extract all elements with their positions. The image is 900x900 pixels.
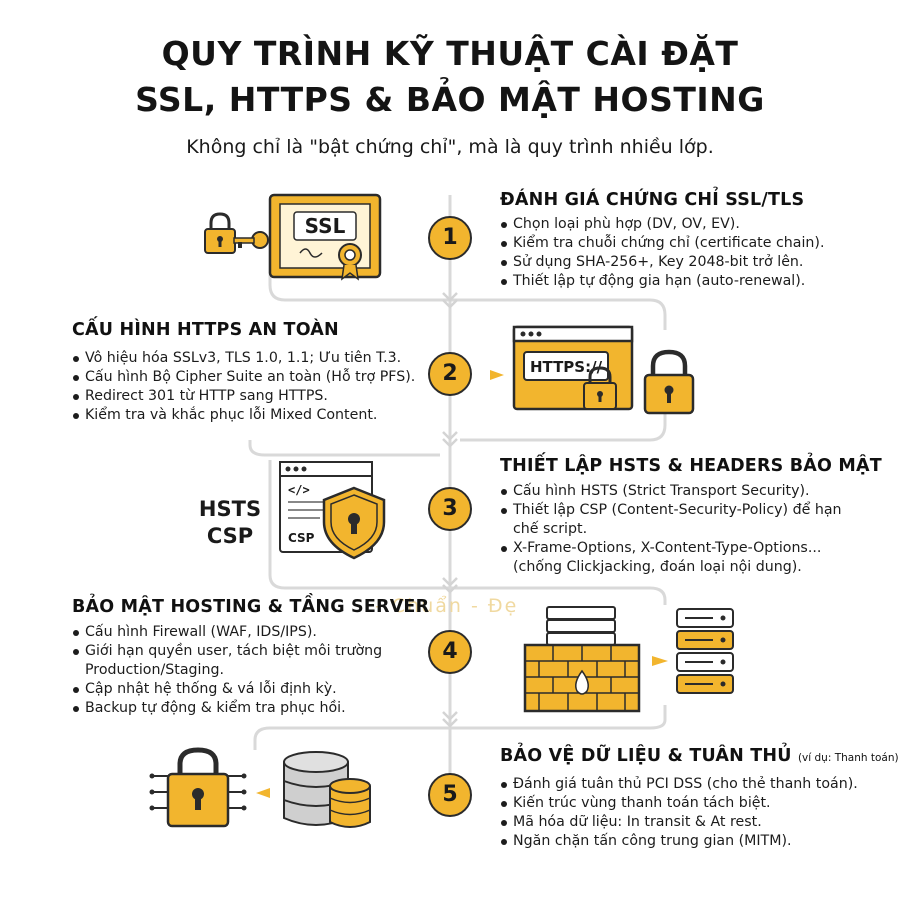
list-item: Cập nhật hệ thống & vá lỗi định kỳ. — [72, 680, 412, 699]
step-4-bullets: Cấu hình Firewall (WAF, IDS/IPS). Giới h… — [72, 623, 412, 718]
list-item: Đánh giá tuân thủ PCI DSS (cho thẻ thanh… — [500, 775, 880, 794]
step-2-heading: CẤU HÌNH HTTPS AN TOÀN — [72, 320, 339, 340]
hsts-label: HSTS — [198, 497, 262, 521]
list-item: X-Frame-Options, X-Content-Type-Options.… — [500, 539, 855, 577]
shield-lock-icon — [322, 486, 386, 560]
list-item: Kiểm tra chuỗi chứng chỉ (certificate ch… — [500, 234, 860, 253]
list-item: Cấu hình Bộ Cipher Suite an toàn (Hỗ trợ… — [72, 368, 432, 387]
step-1-badge: 1 — [428, 216, 472, 260]
step-5-heading-text: BẢO VỆ DỮ LIỆU & TUÂN THỦ — [500, 746, 792, 766]
csp-label: CSP — [206, 524, 254, 548]
server-rack-icon — [676, 608, 734, 694]
step-5-heading-note: (ví dụ: Thanh toán) — [797, 752, 899, 764]
firewall-server-icon — [523, 606, 641, 713]
page-subtitle: Không chỉ là "bật chứng chỉ", mà là quy … — [186, 136, 714, 158]
arrow-right-icon — [652, 656, 668, 666]
arrow-left-icon-2 — [256, 788, 270, 798]
step-4-heading: BẢO MẬT HOSTING & TẦNG SERVER — [72, 597, 430, 617]
watermark: - Chuẩn - Đẹ — [375, 595, 519, 617]
list-item: Sử dụng SHA-256+, Key 2048-bit trở lên. — [500, 253, 860, 272]
large-padlock-icon — [643, 349, 695, 415]
step-3-side-label: HSTS CSP — [195, 496, 265, 550]
step-3-bullets: Cấu hình HSTS (Strict Transport Security… — [500, 482, 855, 577]
list-item: Mã hóa dữ liệu: In transit & At rest. — [500, 813, 880, 832]
code-tag-label: </> — [288, 483, 310, 497]
list-item: Cấu hình Firewall (WAF, IDS/IPS). — [72, 623, 412, 642]
page-title-line-2: SSL, HTTPS & BẢO MẬT HOSTING — [135, 80, 765, 119]
list-item: Cấu hình HSTS (Strict Transport Security… — [500, 482, 855, 501]
https-label: HTTPS:// — [530, 358, 603, 376]
step-3-heading: THIẾT LẬP HSTS & HEADERS BẢO MẬT — [500, 456, 882, 476]
arrow-left-icon — [490, 370, 504, 380]
padlock-icon — [204, 212, 236, 254]
step-2-badge: 2 — [428, 352, 472, 396]
step-2-bullets: Vô hiệu hóa SSLv3, TLS 1.0, 1.1; Ưu tiên… — [72, 349, 432, 425]
step-1-heading: ĐÁNH GIÁ CHỨNG CHỈ SSL/TLS — [500, 190, 805, 210]
key-icon — [233, 231, 269, 249]
step-4-badge: 4 — [428, 630, 472, 674]
list-item: Chọn loại phù hợp (DV, OV, EV). — [500, 215, 860, 234]
csp-icon-label: CSP — [288, 531, 315, 545]
step-5-heading: BẢO VỆ DỮ LIỆU & TUÂN THỦ (ví dụ: Thanh … — [500, 746, 899, 766]
list-item: Redirect 301 từ HTTP sang HTTPS. — [72, 387, 432, 406]
list-item: Kiến trúc vùng thanh toán tách biệt. — [500, 794, 880, 813]
list-item: Backup tự động & kiểm tra phục hồi. — [72, 699, 412, 718]
list-item: Vô hiệu hóa SSLv3, TLS 1.0, 1.1; Ưu tiên… — [72, 349, 432, 368]
list-item: Giới hạn quyền user, tách biệt môi trườn… — [72, 642, 412, 680]
list-item: Kiểm tra và khắc phục lỗi Mixed Content. — [72, 406, 432, 425]
page-title-line-1: QUY TRÌNH KỸ THUẬT CÀI ĐẶT — [161, 34, 739, 73]
list-item: Thiết lập CSP (Content-Security-Policy) … — [500, 501, 855, 539]
ssl-label: SSL — [305, 214, 346, 238]
coin-stack-icon — [329, 778, 371, 828]
ssl-certificate-icon: SSL — [268, 193, 382, 281]
step-3-badge: 3 — [428, 487, 472, 531]
circuit-padlock-icon — [149, 747, 247, 828]
fire-icon — [575, 669, 589, 695]
list-item: Ngăn chặn tấn công trung gian (MITM). — [500, 832, 880, 851]
small-padlock-icon — [583, 366, 617, 410]
list-item: Thiết lập tự động gia hạn (auto-renewal)… — [500, 272, 860, 291]
step-5-bullets: Đánh giá tuân thủ PCI DSS (cho thẻ thanh… — [500, 775, 880, 851]
step-1-bullets: Chọn loại phù hợp (DV, OV, EV). Kiểm tra… — [500, 215, 860, 291]
step-5-badge: 5 — [428, 773, 472, 817]
spine-chevrons — [442, 292, 458, 728]
